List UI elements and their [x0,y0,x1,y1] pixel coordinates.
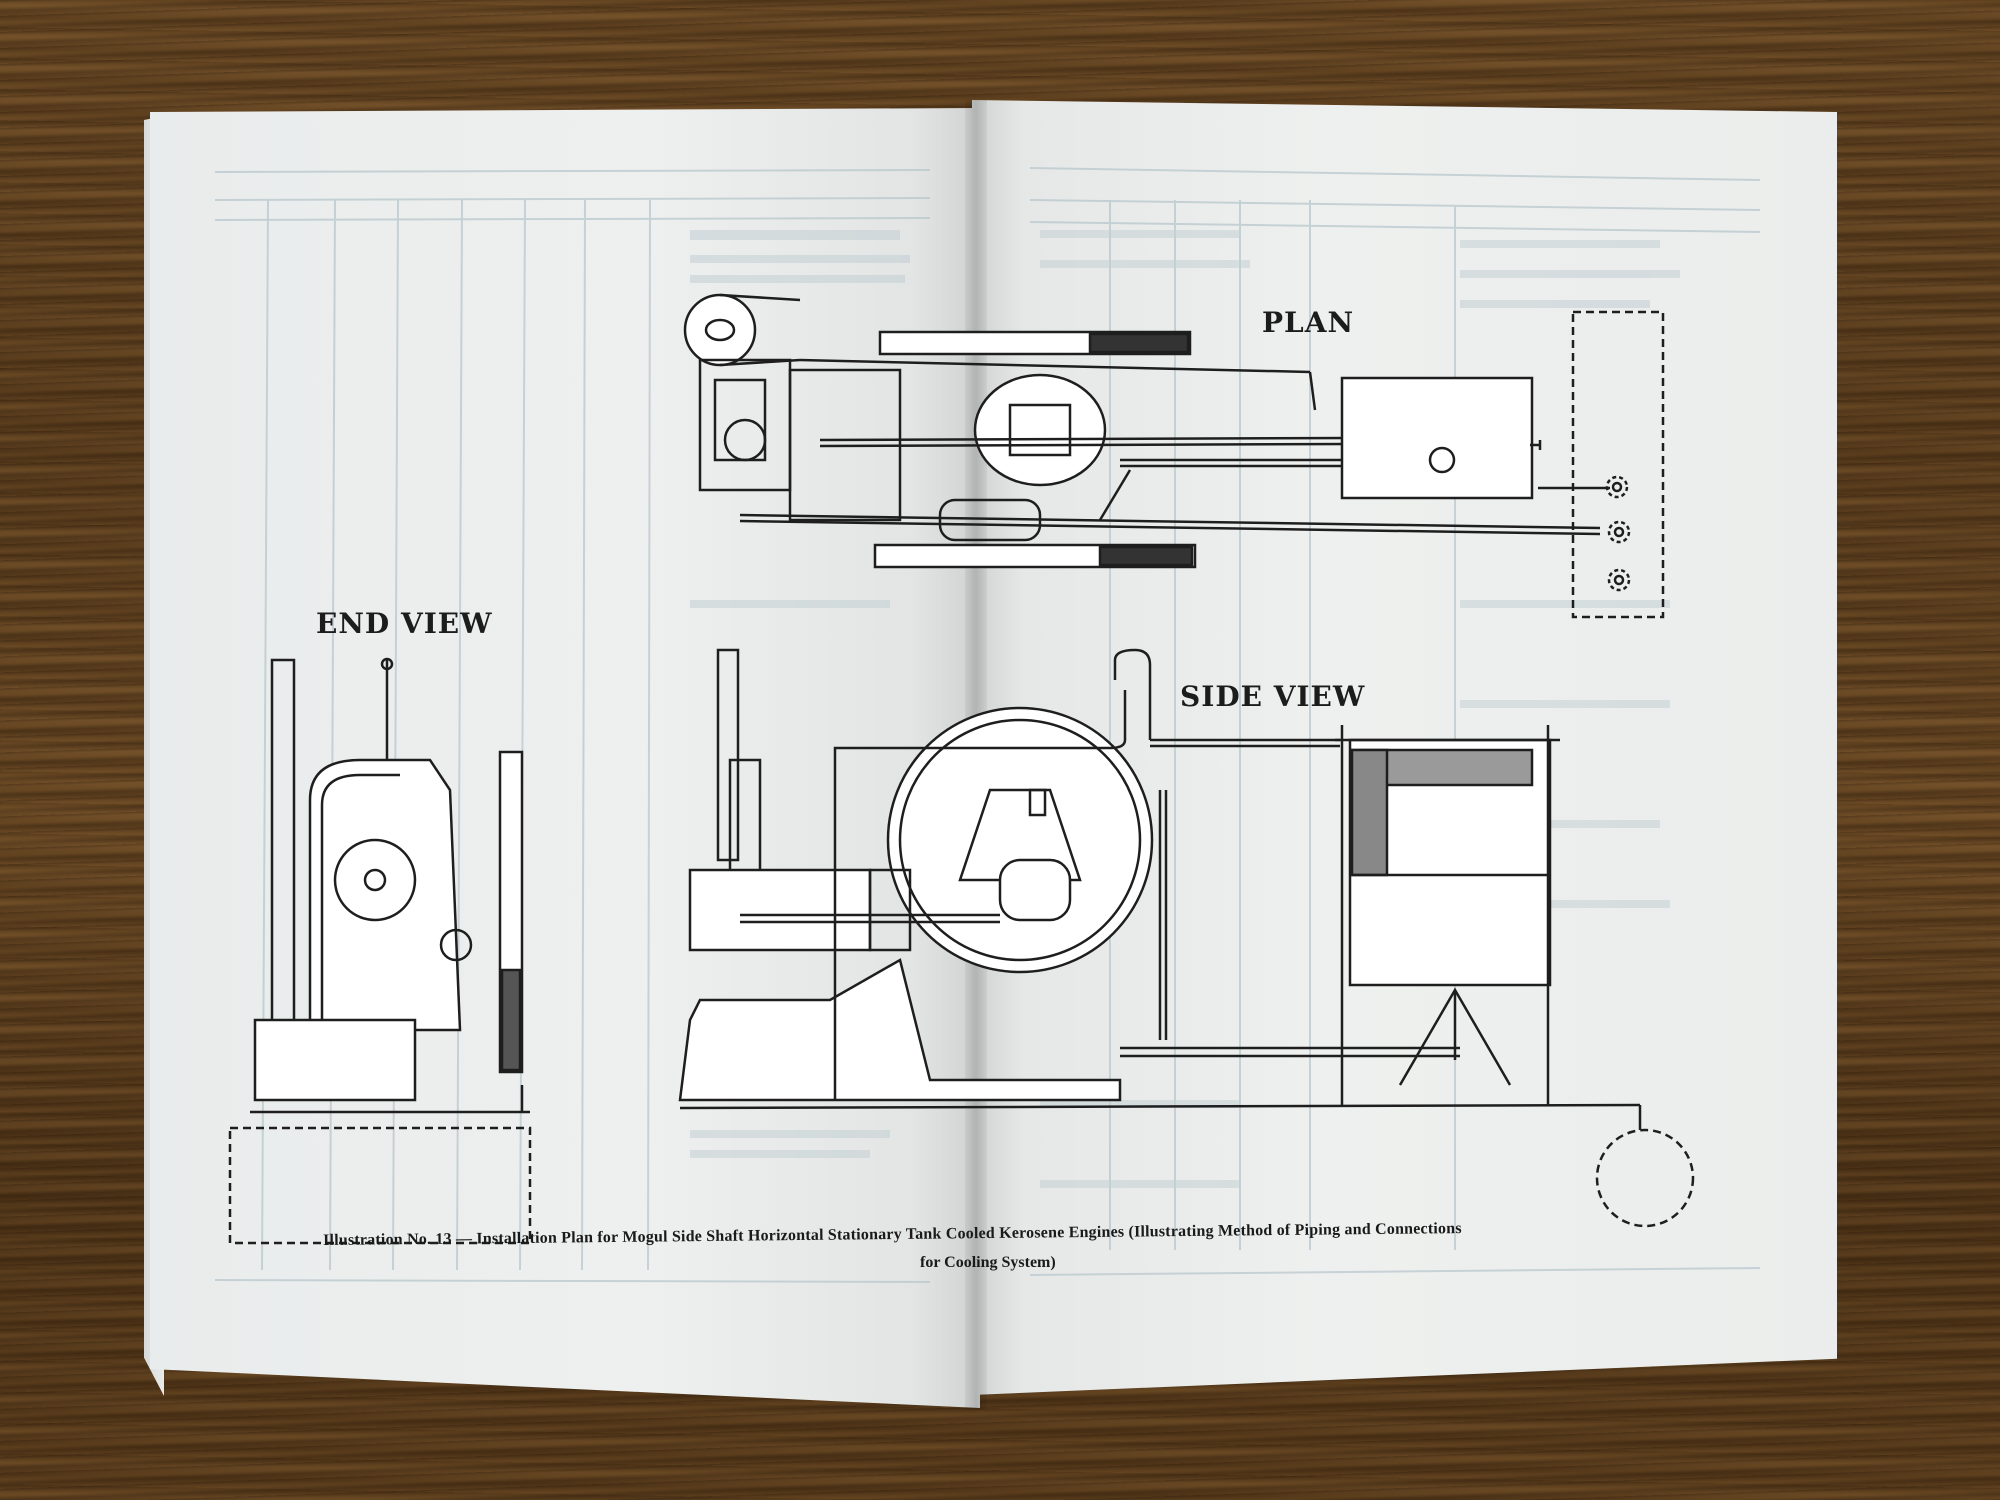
side-view-drawing [678,648,1695,1228]
plan-view-drawing [683,293,1665,619]
illustration-caption-line2: for Cooling System) [920,1254,1056,1271]
end-view-drawing [228,657,532,1245]
side-view-label: SIDE VIEW [1180,680,1366,713]
end-view-label: END VIEW [316,607,493,640]
plan-view-label: PLAN [1262,306,1355,339]
left-page [150,108,980,1408]
